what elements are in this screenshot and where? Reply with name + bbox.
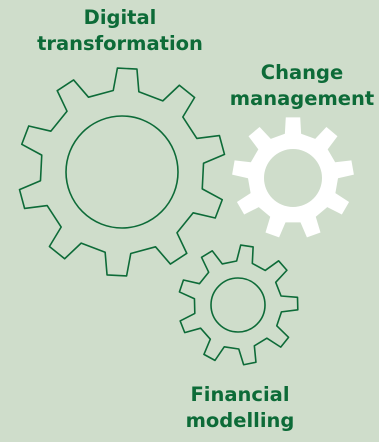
change-management-label-line1: Change (260, 61, 344, 84)
digital-transformation-label-line1: Digital (83, 6, 157, 29)
small-gear-outline (178, 244, 299, 366)
change-management-label: Change management (225, 60, 379, 112)
financial-modelling-label-line1: Financial (190, 383, 290, 406)
financial-modelling-label-line2: modelling (185, 409, 295, 432)
solid-white-gear-icon (232, 117, 354, 238)
change-management-label-line2: management (229, 87, 375, 110)
financial-modelling-label: Financial modelling (160, 382, 320, 434)
small-gear-center-ring (210, 277, 266, 333)
digital-transformation-label-line2: transformation (37, 32, 203, 55)
large-gear-outline (18, 67, 226, 277)
digital-transformation-label: Digital transformation (20, 5, 220, 57)
large-outline-gear-icon (18, 67, 226, 277)
small-outline-gear-icon (178, 244, 299, 366)
large-gear-center-ring (65, 115, 179, 229)
white-gear-body (232, 117, 354, 238)
